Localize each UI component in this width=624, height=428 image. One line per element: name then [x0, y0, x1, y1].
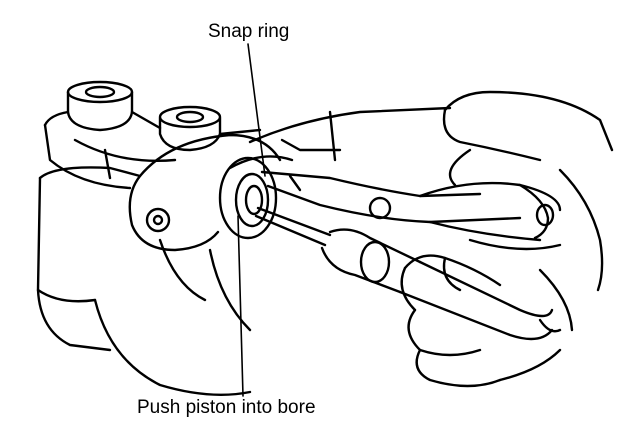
cylinder-body	[43, 110, 262, 190]
snap-ring-pliers	[260, 170, 562, 251]
screwdriver	[254, 206, 554, 341]
hand-screwdriver	[400, 254, 562, 388]
snap-ring-leader	[247, 43, 266, 177]
hand-pliers	[248, 90, 614, 333]
push-piston-label: Push piston into bore	[137, 397, 316, 418]
mounting-flange	[128, 133, 282, 252]
cylinder-bore	[218, 155, 294, 240]
snap-ring-label: Snap ring	[208, 21, 290, 42]
push-piston-leader	[237, 215, 244, 397]
reservoir-ports	[66, 80, 222, 152]
booster-housing	[36, 166, 252, 396]
